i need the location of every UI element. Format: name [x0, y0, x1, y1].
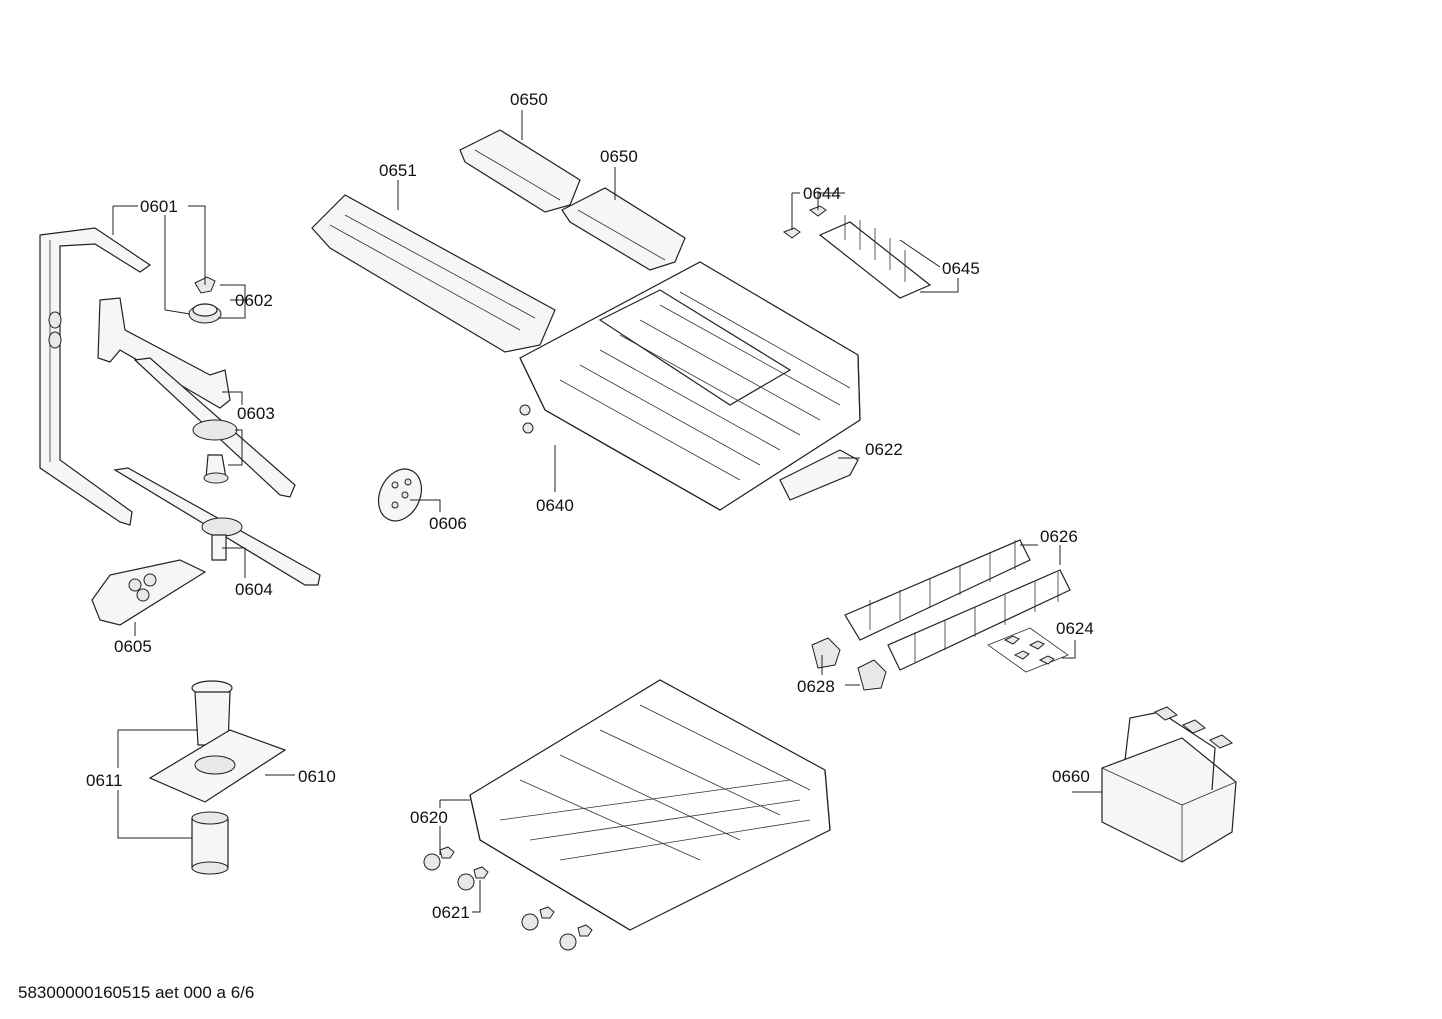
brackets-0628	[811, 637, 887, 691]
upper-basket-0640	[519, 261, 861, 511]
spray-arm-upper-0603	[97, 297, 296, 498]
label-0604: 0604	[235, 580, 273, 599]
cutlery-tray-lower-0650	[561, 187, 686, 271]
label-0644: 0644	[803, 184, 841, 203]
label-0640: 0640	[536, 496, 574, 515]
document-id-footer: 58300000160515 aet 000 a 6/6	[18, 983, 254, 1002]
label-0605: 0605	[114, 637, 152, 656]
cutlery-basket-0660	[1101, 706, 1237, 863]
label-0601: 0601	[140, 197, 178, 216]
cutlery-tray-0651	[311, 194, 556, 353]
filter-disc-0606	[377, 468, 423, 522]
label-0660: 0660	[1052, 767, 1090, 786]
cutlery-tray-upper-0650	[459, 129, 581, 213]
cup-rack-0645	[818, 215, 932, 299]
rollers-0621	[423, 846, 593, 951]
filter-cover-0605	[91, 559, 207, 626]
label-0626: 0626	[1040, 527, 1078, 546]
label-0603: 0603	[237, 404, 275, 423]
clips-0644	[782, 205, 827, 239]
label-0620: 0620	[410, 808, 448, 827]
label-0621: 0621	[432, 903, 470, 922]
label-0650-second: 0650	[600, 147, 638, 166]
label-0606: 0606	[429, 514, 467, 533]
filter-set-0610-0611	[148, 680, 287, 875]
hub-nut-0602	[188, 276, 222, 324]
label-0650-top: 0650	[510, 90, 548, 109]
supply-pipe-0601	[39, 227, 152, 526]
label-0645: 0645	[942, 259, 980, 278]
tine-row-lower-0626	[887, 569, 1071, 671]
clips-0624	[987, 627, 1069, 673]
label-0628: 0628	[797, 677, 835, 696]
label-0624: 0624	[1056, 619, 1094, 638]
handle-0622	[779, 449, 859, 501]
tine-row-upper-0626	[844, 539, 1031, 641]
label-0602: 0602	[235, 291, 273, 310]
label-0611: 0611	[86, 771, 123, 790]
lower-basket-0620	[469, 679, 831, 931]
label-0651: 0651	[379, 161, 417, 180]
label-0622: 0622	[865, 440, 903, 459]
label-0610: 0610	[298, 767, 336, 786]
leader-lines	[112, 110, 1102, 913]
spray-arm-lower-0604	[113, 467, 321, 586]
